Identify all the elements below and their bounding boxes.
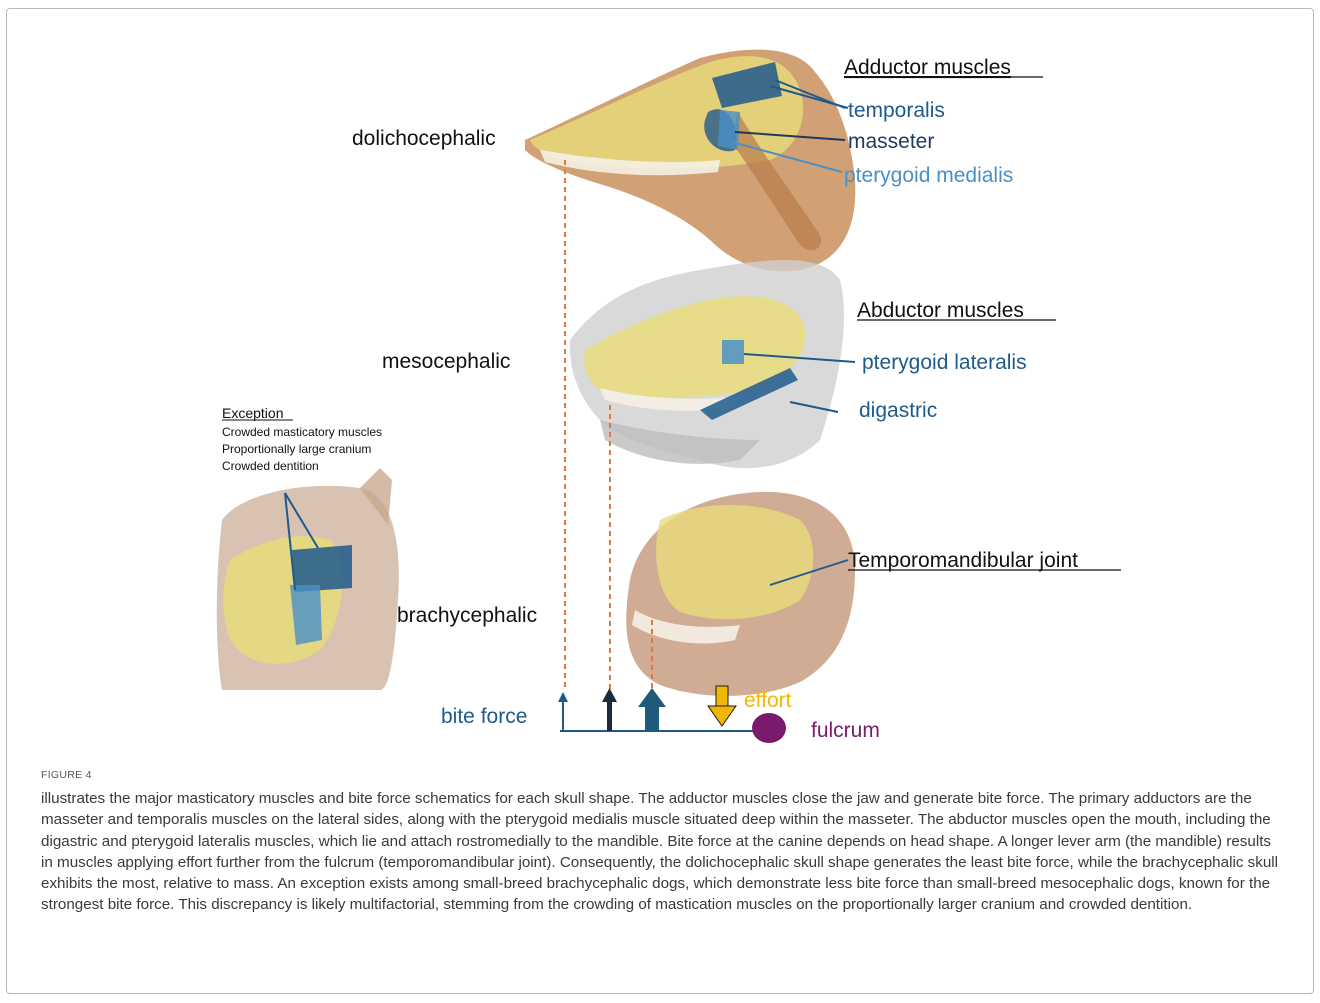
- exception-item-cranium: Proportionally large cranium: [222, 442, 371, 456]
- dolichocephalic-head-illustration: [525, 50, 855, 272]
- figure-caption: illustrates the major masticatory muscle…: [41, 788, 1286, 916]
- label-fulcrum: fulcrum: [811, 719, 880, 742]
- label-effort: effort: [744, 689, 792, 712]
- label-temporalis: temporalis: [848, 99, 945, 122]
- label-bite-force: bite force: [441, 705, 527, 728]
- bite-force-diagram: dolichocephalic mesocephalic brachycepha…: [0, 0, 1320, 760]
- label-temporomandibular-joint: Temporomandibular joint: [848, 549, 1078, 572]
- label-dolichocephalic: dolichocephalic: [352, 127, 496, 150]
- exception-item-muscles: Crowded masticatory muscles: [222, 425, 382, 439]
- figure-number: FIGURE 4: [41, 769, 92, 781]
- heading-abductor-muscles: Abductor muscles: [857, 299, 1024, 322]
- label-masseter: masseter: [848, 130, 934, 153]
- bite-force-arrow-medium: [602, 688, 617, 731]
- heading-adductor-muscles: Adductor muscles: [844, 56, 1011, 79]
- fulcrum-marker: [752, 713, 786, 743]
- bite-force-arrow-large: [638, 688, 666, 731]
- label-digastric: digastric: [859, 399, 937, 422]
- exception-head-illustration: [217, 468, 399, 690]
- label-brachycephalic: brachycephalic: [397, 604, 537, 627]
- heading-exception: Exception: [222, 405, 283, 421]
- bite-force-arrow-small: [558, 692, 568, 731]
- label-pterygoid-lateralis: pterygoid lateralis: [862, 351, 1027, 374]
- label-pterygoid-medialis: pterygoid medialis: [844, 164, 1013, 187]
- brachycephalic-head-illustration: [626, 492, 855, 696]
- label-mesocephalic: mesocephalic: [382, 350, 510, 373]
- exception-item-dentition: Crowded dentition: [222, 459, 319, 473]
